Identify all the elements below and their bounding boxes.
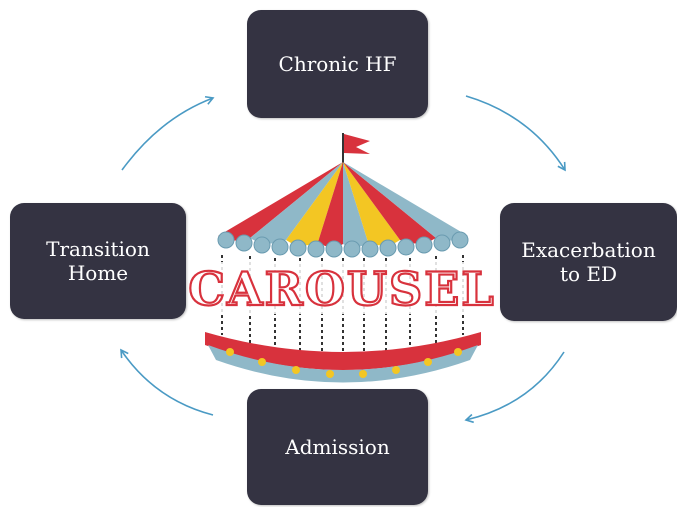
step-label: Transition Home [46, 237, 150, 285]
arrow-top-left [121, 95, 215, 171]
arrow-bottom-left [120, 348, 214, 416]
arrow-top-right [465, 95, 566, 172]
step-admission: Admission [247, 389, 428, 505]
flag-icon [344, 134, 370, 154]
step-label: Chronic HF [278, 52, 397, 76]
carousel-base [205, 332, 481, 370]
step-exacerbation: Exacerbation to ED [500, 203, 677, 321]
step-chronic-hf: Chronic HF [247, 10, 428, 118]
svg-text:CAROUSEL: CAROUSEL [188, 262, 495, 316]
carousel-logo: CAROUSEL [187, 261, 495, 317]
canopy [218, 162, 468, 248]
arrow-bottom-right [464, 351, 565, 424]
step-transition-home: Transition Home [10, 203, 186, 319]
step-label: Exacerbation to ED [521, 238, 656, 286]
step-label: Admission [285, 435, 390, 459]
